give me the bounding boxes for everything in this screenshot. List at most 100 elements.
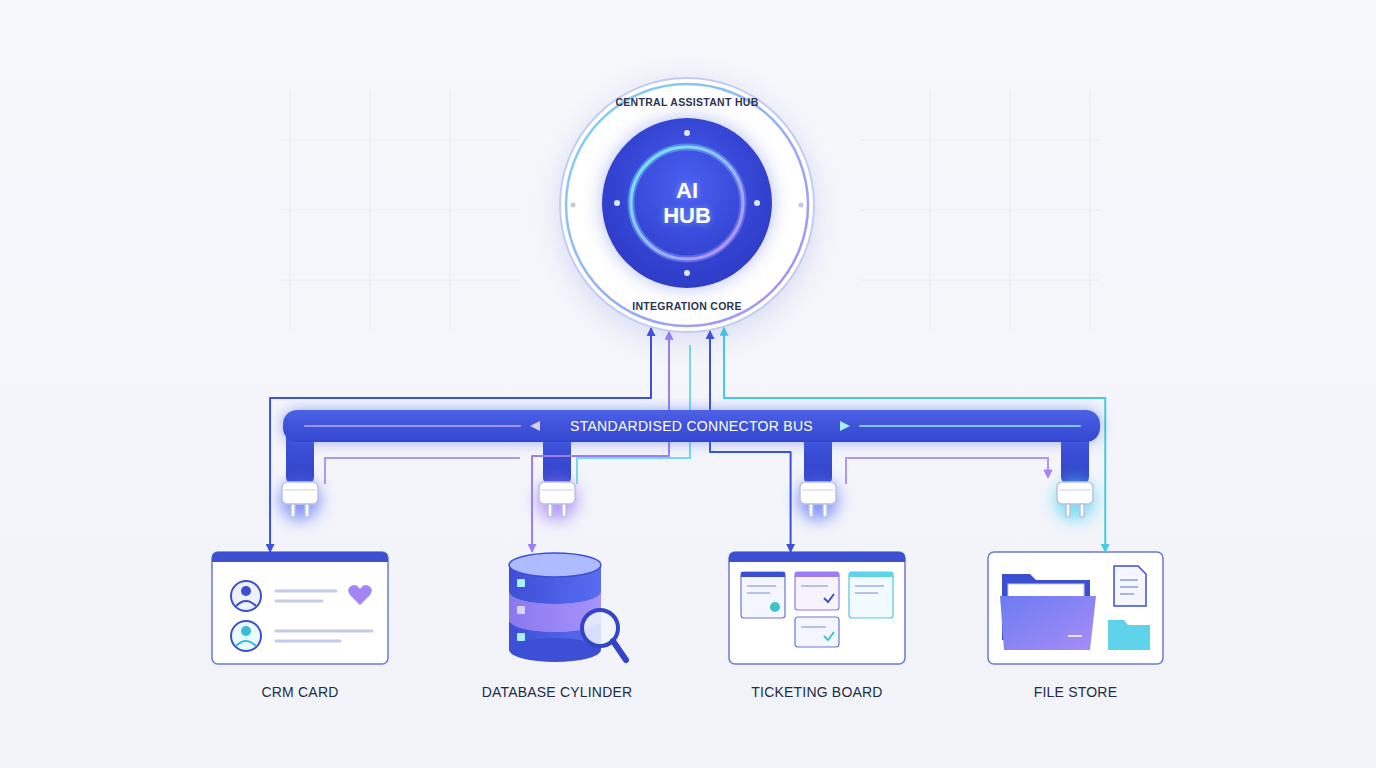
bus-direction-arrows-part <box>840 421 850 431</box>
node-title: STANDARDISED CONNECTOR BUS <box>283 418 1100 434</box>
file-store-icon <box>988 552 1163 664</box>
ring-dot <box>571 203 576 208</box>
grid-lines-part <box>1090 90 1091 330</box>
core-dot <box>754 200 760 206</box>
file-store-icon-part <box>1120 593 1134 595</box>
connector-plugs-part <box>800 482 836 504</box>
hub-ring-stroke <box>566 84 808 326</box>
plug-bands-part <box>802 490 834 491</box>
ticketing-board-icon-part <box>801 626 826 628</box>
system-card: CRM CARD <box>212 552 388 700</box>
plug-glows-part <box>280 480 320 520</box>
plug-glows <box>280 480 1095 520</box>
bus-glow-lines-part <box>860 425 1080 427</box>
ticketing-board-icon-part <box>855 592 878 594</box>
database-icon-part <box>517 606 525 614</box>
file-store-icon-part <box>1000 596 1096 650</box>
grid-lines-part <box>860 140 1100 141</box>
ticketing-board-icon-part <box>824 594 834 602</box>
database-icon-part <box>509 620 601 650</box>
file-store-icon-part <box>1120 579 1138 581</box>
crm-card-icon-part <box>276 640 340 643</box>
database-icon-part <box>509 638 601 662</box>
file-store-icon-part <box>1068 635 1082 637</box>
core-ring <box>631 147 743 259</box>
ticketing-board-icon-part <box>747 585 776 587</box>
connector-plugs-part <box>305 504 309 517</box>
crm-card-icon <box>212 552 388 664</box>
database-icon-part <box>509 553 601 577</box>
plug-bands-part <box>1059 490 1091 491</box>
ticketing-board-icon-part <box>849 572 893 618</box>
ticketing-board-icon <box>729 552 905 664</box>
hub-ring: CENTRAL ASSISTANT HUBINTEGRATION COREAI … <box>559 77 815 333</box>
grid-lines-part <box>860 280 1100 281</box>
connector-plugs-part <box>1057 482 1093 504</box>
bus-flow-lines-part <box>846 458 1048 484</box>
database-icon-part <box>509 580 601 604</box>
bus-direction-arrows <box>530 421 850 431</box>
crm-card-icon-part <box>276 600 322 603</box>
bus-glow-lines <box>305 425 1080 427</box>
database-icon-part <box>509 608 601 632</box>
connector-plugs-part <box>291 504 295 517</box>
grid-lines-part <box>1010 90 1011 330</box>
node-title: FILE STORE <box>988 684 1163 700</box>
file-store-icon-part <box>1114 566 1146 606</box>
grid-lines-part <box>930 90 931 330</box>
plug-bands-part <box>284 490 316 491</box>
grid-lines-part <box>280 280 520 281</box>
crm-card-icon-part <box>212 552 388 562</box>
crm-card-icon-part <box>231 621 261 651</box>
connector-plugs-part <box>282 482 318 504</box>
database-icon-part <box>509 565 601 592</box>
crm-card-icon-part <box>236 601 256 606</box>
connector-plugs-part <box>809 504 813 517</box>
file-store-icon-part <box>988 552 1163 664</box>
grid-lines-part <box>860 210 1100 211</box>
core-dot <box>684 270 690 276</box>
node-title: TICKETING BOARD <box>729 684 905 700</box>
system-card: DATABASE CYLINDER <box>479 552 635 700</box>
ticketing-board-icon-part <box>849 572 893 577</box>
ticketing-board-icon-part <box>824 632 834 640</box>
connector-plugs <box>282 482 1093 517</box>
connector-plugs-part <box>823 504 827 517</box>
ticketing-board-icon-part <box>741 572 785 618</box>
file-store-icon-part <box>1120 586 1138 588</box>
node-title: AI HUB <box>658 178 716 228</box>
ring-dot <box>799 203 804 208</box>
ticketing-board-icon-part <box>741 572 785 577</box>
node-subtitle: INTEGRATION CORE <box>561 300 813 312</box>
crm-card-icon-part <box>212 552 388 664</box>
plug-bands-part <box>541 490 573 491</box>
node-title: CRM CARD <box>212 684 388 700</box>
crm-card-icon-part <box>231 581 261 611</box>
bus-flow-lines-part <box>325 458 520 484</box>
ticketing-board-icon-part <box>747 592 770 594</box>
ticketing-board-icon-part <box>795 572 839 610</box>
hub-core: AI HUB <box>602 118 772 288</box>
plug-glows-part <box>1055 480 1095 520</box>
system-card: FILE STORE <box>988 552 1163 700</box>
plug-bands <box>284 490 1091 491</box>
connector-plugs-part <box>1066 504 1070 517</box>
grid-lines-part <box>370 90 371 330</box>
crm-card-icon-part <box>276 590 336 593</box>
database-icon-part <box>582 610 618 646</box>
ticketing-board-icon-part <box>770 602 780 612</box>
database-icon-part <box>613 641 626 660</box>
connector-plugs-part <box>1080 504 1084 517</box>
bus-flow-lines-part <box>1044 470 1052 478</box>
core-dot <box>614 200 620 206</box>
ticketing-board-icon-part <box>795 572 839 577</box>
core-ring-halo <box>631 147 743 259</box>
grid-lines-part <box>450 90 451 330</box>
ticketing-board-icon-part <box>795 617 839 647</box>
database-icon-part <box>509 592 601 620</box>
file-store-icon-part <box>1008 584 1084 624</box>
database-icon-part <box>517 579 525 587</box>
file-store-icon-part <box>1108 620 1150 650</box>
bus-direction-arrows-part <box>530 421 540 431</box>
